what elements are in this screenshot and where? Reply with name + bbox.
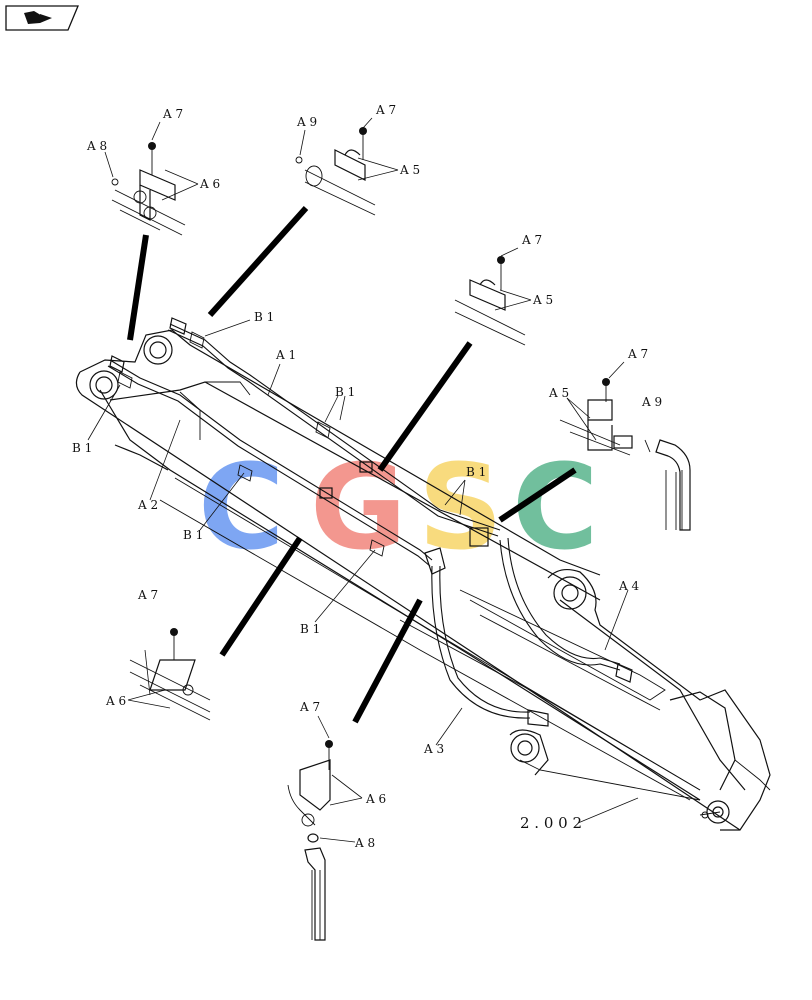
label-a7-1: A 7 xyxy=(162,107,183,121)
label-a7-6: A 7 xyxy=(299,700,320,714)
label-a7-2: A 7 xyxy=(375,103,396,117)
label-a3: A 3 xyxy=(423,742,444,756)
label-b1-5: B 1 xyxy=(183,528,203,542)
label-b1-4: B 1 xyxy=(466,465,486,479)
label-a6-2: A 6 xyxy=(105,694,126,708)
detail-clamp-bottom-center xyxy=(287,740,333,941)
label-a5-3: A 5 xyxy=(548,386,569,400)
detail-leaders xyxy=(127,205,577,724)
detail-clamp-bottom-left xyxy=(129,628,211,721)
label-b1-2: B 1 xyxy=(335,385,355,399)
part-labels: A 7 A 8 A 6 A 7 A 9 A 5 A 7 A 5 A 7 A 5 … xyxy=(72,103,662,850)
label-a7-4: A 7 xyxy=(627,347,648,361)
label-a5-1: A 5 xyxy=(399,163,420,177)
detail-clamp-right xyxy=(454,256,526,346)
detail-elbow-right xyxy=(559,378,691,531)
pipes xyxy=(107,317,701,791)
label-a5-2: A 5 xyxy=(532,293,553,307)
watermark-letter-c1: C xyxy=(198,438,285,576)
label-a2: A 2 xyxy=(137,498,158,512)
label-a9-2: A 9 xyxy=(641,395,662,409)
watermark-letter-c2: C xyxy=(512,438,599,576)
label-a9-1: A 9 xyxy=(296,115,317,129)
label-a7-3: A 7 xyxy=(521,233,542,247)
label-b1-6: B 1 xyxy=(300,622,320,636)
detail-clamp-top-center xyxy=(295,127,376,216)
label-a6-3: A 6 xyxy=(365,792,386,806)
label-a7-5: A 7 xyxy=(137,588,158,602)
label-a4: A 4 xyxy=(618,579,639,593)
label-leaders xyxy=(87,117,639,843)
back-arrow-icon xyxy=(24,11,52,24)
label-b1-1: B 1 xyxy=(254,310,274,324)
label-a1: A 1 xyxy=(275,348,296,362)
label-a8-2: A 8 xyxy=(354,836,375,850)
label-a8-1: A 8 xyxy=(86,139,107,153)
watermark: C G S C xyxy=(198,438,599,576)
detail-clamp-top-left xyxy=(111,142,186,236)
reference-number: 2 . 0 0 2 xyxy=(520,814,582,832)
label-b1-3: B 1 xyxy=(72,441,92,455)
label-a6-1: A 6 xyxy=(199,177,220,191)
nav-badge[interactable] xyxy=(5,5,79,31)
